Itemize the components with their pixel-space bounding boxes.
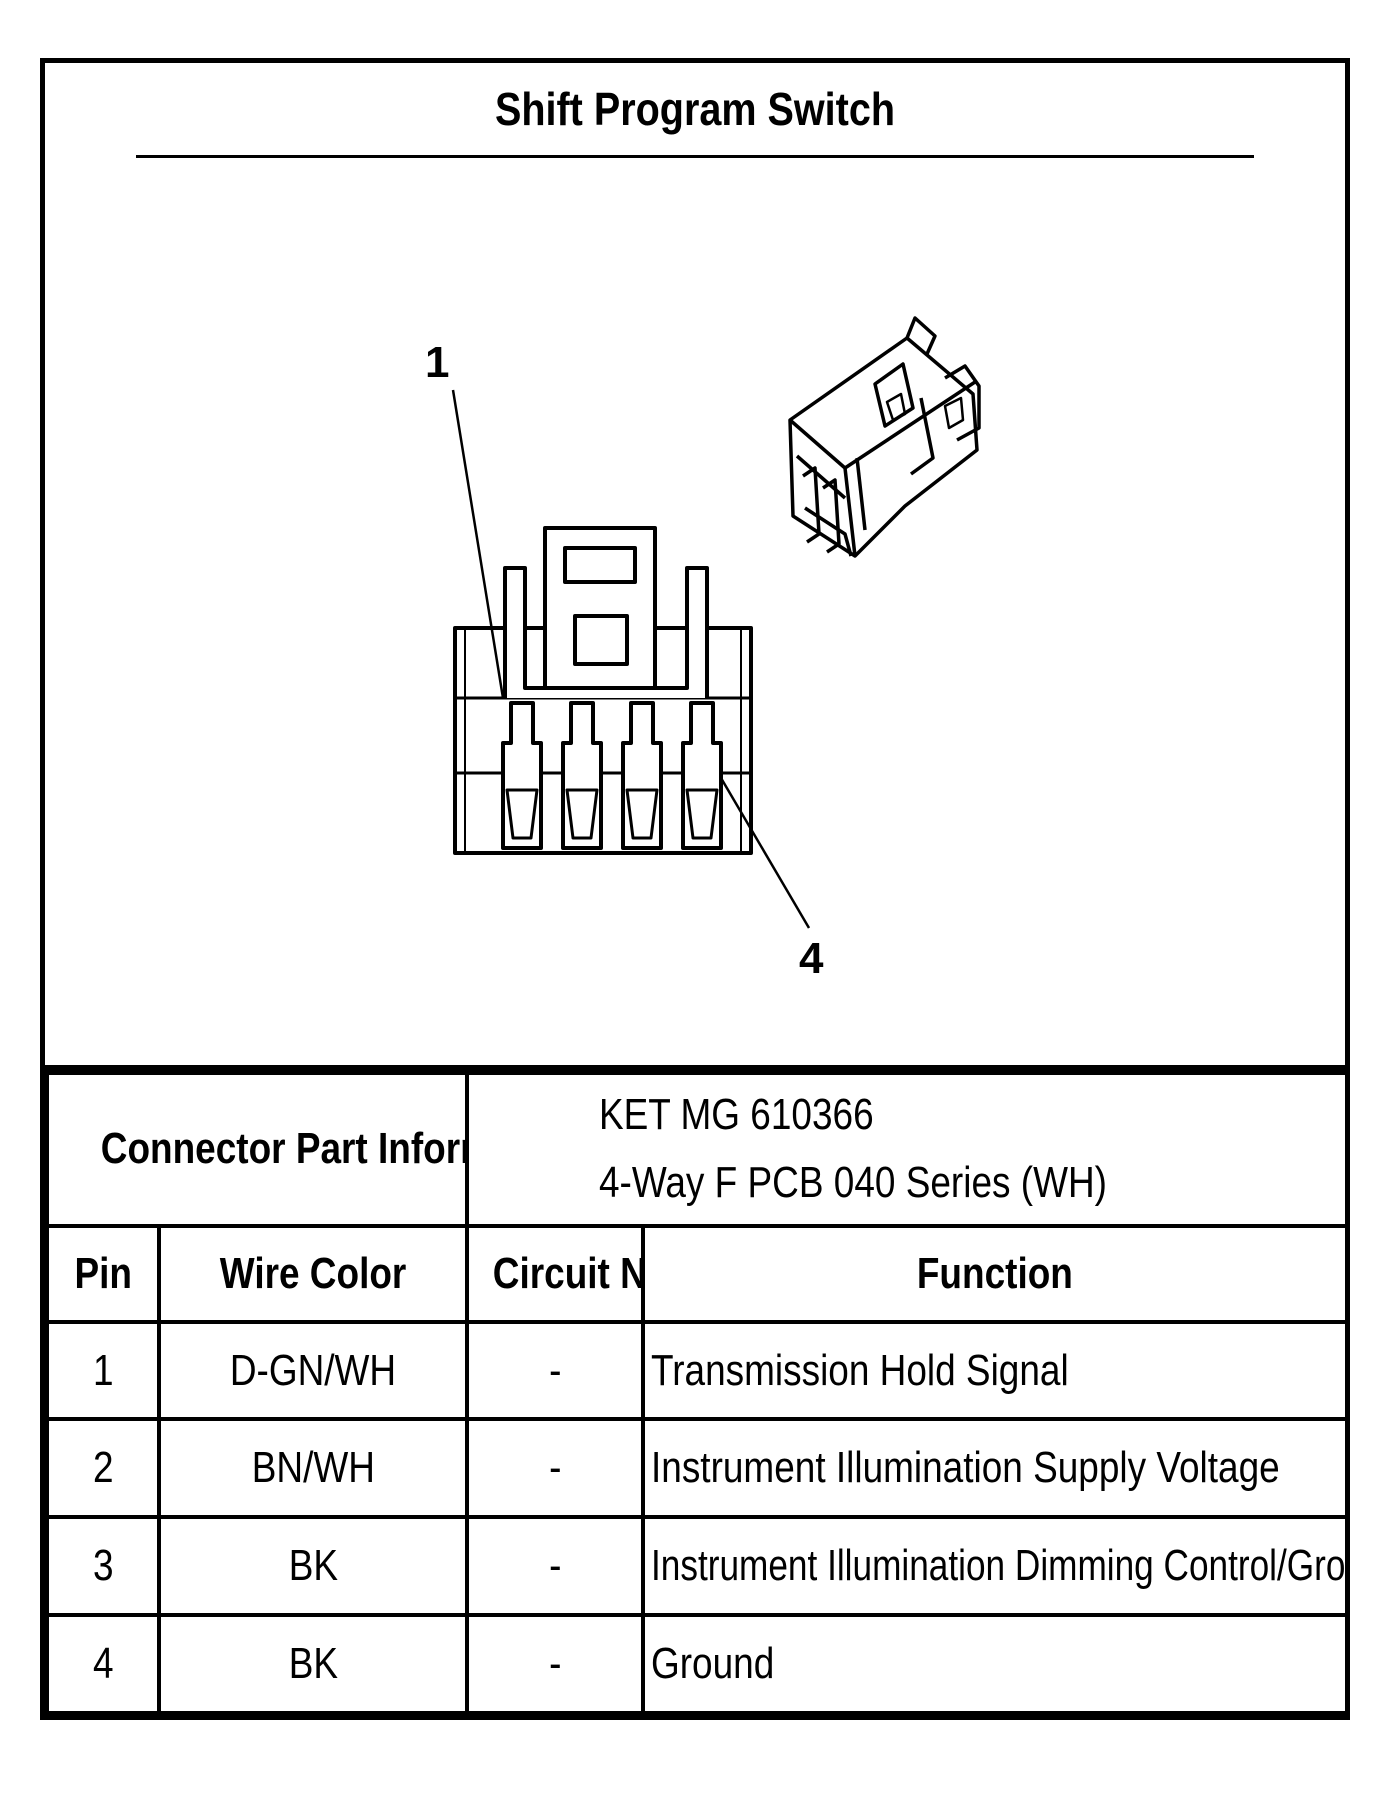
wire-color-cell: D-GN/WH <box>157 1319 469 1422</box>
header-circuit-no: Circuit No. <box>465 1223 645 1324</box>
table-row: 2 BN/WH - Instrument Illumination Supply… <box>45 1417 1350 1520</box>
function-cell: Instrument Illumination Supply Voltage <box>640 1417 1350 1520</box>
connector-part-number: KET MG 610366 <box>599 1090 874 1140</box>
callout-leaders <box>451 389 811 929</box>
header-pin: Pin <box>45 1223 161 1324</box>
header-wire-color: Wire Color <box>157 1223 469 1324</box>
sheet-title: Shift Program Switch <box>136 63 1254 158</box>
pin-cell: 3 <box>45 1515 161 1618</box>
table-header-row: Pin Wire Color Circuit No. Function <box>45 1223 1350 1324</box>
pin-cell: 1 <box>45 1319 161 1422</box>
function-cell: Instrument Illumination Dimming Control/… <box>640 1515 1350 1618</box>
pin-cell: 2 <box>45 1417 161 1520</box>
connector-sheet: Shift Program Switch <box>40 58 1350 1720</box>
terminal-cavities <box>501 701 723 850</box>
wire-color-cell: BK <box>157 1515 469 1618</box>
circuit-cell: - <box>465 1515 645 1618</box>
connector-info-value: KET MG 610366 4-Way F PCB 040 Series (WH… <box>464 1071 1350 1228</box>
connector-isometric <box>788 316 981 558</box>
table-row: 1 D-GN/WH - Transmission Hold Signal <box>45 1319 1350 1422</box>
connector-face <box>453 526 753 855</box>
function-cell: Ground <box>640 1613 1350 1715</box>
pin-cell: 4 <box>45 1613 161 1715</box>
wire-color-cell: BK <box>157 1613 469 1715</box>
table-row: 4 BK - Ground <box>45 1613 1350 1715</box>
connector-info-row: Connector Part Information KET MG 610366… <box>45 1071 1350 1228</box>
header-function: Function <box>640 1223 1350 1324</box>
circuit-cell: - <box>465 1319 645 1422</box>
connector-diagram: 1 4 <box>45 158 1345 1070</box>
section-divider <box>45 1065 1345 1071</box>
connector-description: 4-Way F PCB 040 Series (WH) <box>599 1158 1107 1208</box>
callout-pin-4: 4 <box>799 934 824 983</box>
circuit-cell: - <box>465 1613 645 1715</box>
pinout-table: Connector Part Information KET MG 610366… <box>45 1071 1350 1715</box>
callout-pin-1: 1 <box>425 338 450 387</box>
connector-drawing <box>451 316 981 929</box>
table-row: 3 BK - Instrument Illumination Dimming C… <box>45 1515 1350 1618</box>
function-cell: Transmission Hold Signal <box>640 1319 1350 1422</box>
wire-color-cell: BN/WH <box>157 1417 469 1520</box>
connector-info-label: Connector Part Information <box>45 1071 469 1228</box>
circuit-cell: - <box>465 1417 645 1520</box>
